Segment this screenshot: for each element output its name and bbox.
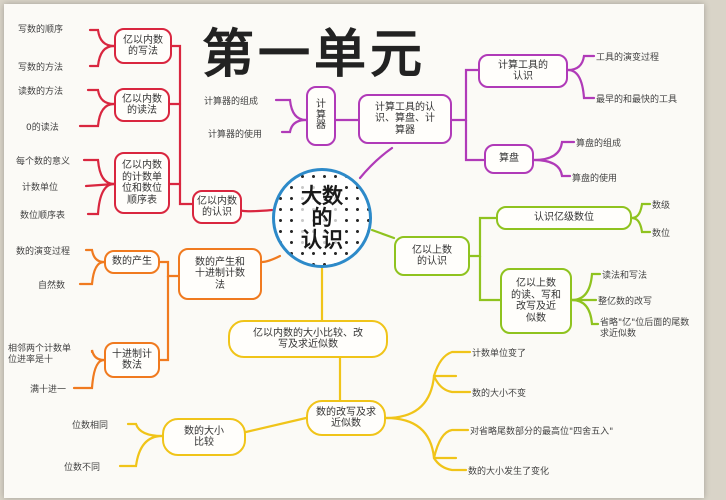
node-purple-calculator: 计 算 器 <box>306 86 336 146</box>
leaf-red-1: 写数的顺序 <box>18 25 64 35</box>
leaf-red-5: 每个数的意义 <box>16 157 71 167</box>
node-lime-main: 亿以上数 的认识 <box>394 236 470 276</box>
node-orange-main: 数的产生和 十进制计数 法 <box>178 248 262 300</box>
leaf-purple-5: 算盘的组成 <box>576 139 622 149</box>
leaf-yellow-1: 计数单位变了 <box>472 349 527 359</box>
leaf-yellow-5: 位数相同 <box>72 421 109 431</box>
leaf-purple-2: 计算器的使用 <box>208 130 263 140</box>
node-yellow-rewrite: 数的改写及求 近似数 <box>306 400 386 436</box>
node-lime-read-write: 亿以上数 的读、写和 改写及近 似数 <box>500 268 572 334</box>
leaf-red-7: 数位顺序表 <box>20 211 66 221</box>
leaf-yellow-6: 位数不同 <box>64 463 101 473</box>
leaf-red-2: 写数的方法 <box>18 63 64 73</box>
leaf-orange-3: 相邻两个计数单 位进率是十 <box>8 344 72 365</box>
node-purple-tools: 计算工具的 认识 <box>478 54 568 88</box>
leaf-lime-2: 数位 <box>652 229 671 239</box>
leaf-yellow-4: 数的大小发生了变化 <box>468 467 550 477</box>
page-title: 第一单元 <box>202 24 427 85</box>
leaf-lime-4: 整亿数的改写 <box>598 297 653 307</box>
node-yellow-compare: 数的大小 比较 <box>162 418 246 456</box>
leaf-orange-2: 自然数 <box>38 281 66 291</box>
leaf-yellow-2: 数的大小不变 <box>472 389 527 399</box>
central-topic-label: 大数 的 认识 <box>301 182 343 253</box>
leaf-lime-1: 数级 <box>652 201 671 211</box>
leaf-lime-3: 读法和写法 <box>602 271 648 281</box>
yellow-branch-lines <box>118 266 472 472</box>
leaf-red-3: 读数的方法 <box>18 87 64 97</box>
leaf-red-6: 计数单位 <box>22 183 59 193</box>
leaf-orange-4: 满十进一 <box>30 385 67 395</box>
node-red-writing: 亿以内数 的写法 <box>114 28 172 64</box>
node-red-place-table: 亿以内数 的计数单 位和数位 顺序表 <box>114 152 170 214</box>
node-orange-origin: 数的产生 <box>104 250 160 274</box>
node-purple-abacus: 算盘 <box>484 144 534 174</box>
leaf-purple-3: 工具的演变过程 <box>596 53 660 63</box>
lime-branch-lines <box>370 202 652 326</box>
red-branch-lines <box>78 28 274 216</box>
node-orange-decimal: 十进制计 数法 <box>104 342 160 378</box>
central-topic-circle: 大数 的 认识 <box>272 168 372 268</box>
leaf-red-4: 0的读法 <box>26 123 59 133</box>
node-red-main: 亿以内数 的认识 <box>192 190 242 224</box>
node-yellow-top: 亿以内数的大小比较、改 写及求近似数 <box>228 320 388 358</box>
leaf-yellow-3: 对省略尾数部分的最高位"四舍五入" <box>470 427 614 437</box>
leaf-orange-1: 数的演变过程 <box>16 247 71 257</box>
node-lime-levels: 认识亿级数位 <box>496 206 632 230</box>
purple-branch-lines <box>274 54 596 180</box>
leaf-purple-4: 最早的和最快的工具 <box>596 95 678 105</box>
leaf-lime-5: 省略"亿"位后面的尾数 求近似数 <box>600 318 690 339</box>
leaf-purple-1: 计算器的组成 <box>204 97 259 107</box>
orange-branch-lines <box>72 248 282 390</box>
node-purple-main: 计算工具的认 识、算盘、计 算器 <box>358 94 452 144</box>
node-red-reading: 亿以内数 的读法 <box>114 88 170 122</box>
leaf-purple-6: 算盘的使用 <box>572 174 618 184</box>
